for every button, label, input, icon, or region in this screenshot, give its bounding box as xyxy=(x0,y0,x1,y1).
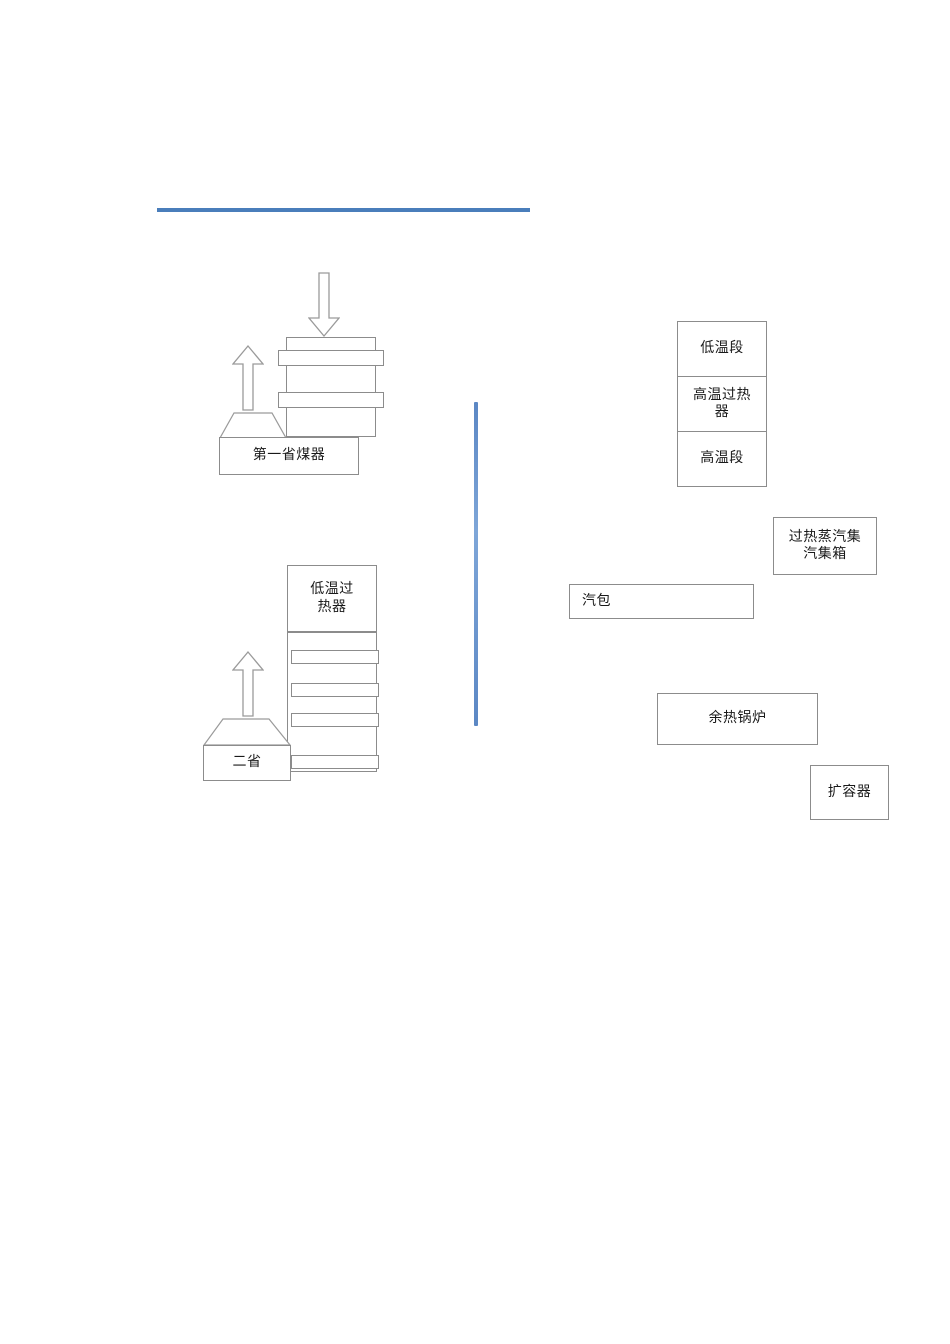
stack-segment-low-temp-section[interactable]: 低温段 xyxy=(678,322,766,376)
down-arrow-inlet xyxy=(308,272,340,338)
expander-vessel-box[interactable]: 扩容器 xyxy=(810,765,889,820)
low-temp-superheater-label-line2: 热器 xyxy=(317,599,347,615)
steam-header-label-line1: 过热蒸汽集 xyxy=(788,529,862,545)
expander-label: 扩容器 xyxy=(827,784,872,800)
high-temp-section-label: 高温段 xyxy=(700,451,744,467)
stack-segment-high-temp-superheater[interactable]: 高温过热 器 xyxy=(678,376,766,431)
second-economizer-label: 二省 xyxy=(232,755,262,771)
high-temp-superheater-stack[interactable]: 低温段 高温过热 器 高温段 xyxy=(677,321,767,487)
steam-drum-label: 汽包 xyxy=(582,593,611,609)
tube-bank-bar-upper-1 xyxy=(278,350,384,366)
waste-heat-boiler-box[interactable]: 余热锅炉 xyxy=(657,693,818,745)
waste-heat-boiler-label: 余热锅炉 xyxy=(708,711,767,727)
first-economizer-label: 第一省煤器 xyxy=(252,448,326,464)
low-temp-superheater-box[interactable]: 低温过 热器 xyxy=(287,565,377,632)
low-temp-section-label: 低温段 xyxy=(700,341,744,357)
tube-bank-bar-lower-4 xyxy=(291,755,379,769)
steam-drum-box[interactable]: 汽包 xyxy=(569,584,754,619)
first-economizer-box[interactable]: 第一省煤器 xyxy=(219,437,359,475)
title-rule xyxy=(157,208,530,212)
vertical-blue-divider xyxy=(474,402,478,726)
hopper-trapezoid-lower xyxy=(203,718,291,746)
high-temp-superheater-label-line2: 器 xyxy=(714,405,730,420)
tube-bank-bar-lower-1 xyxy=(291,650,379,664)
hopper-trapezoid-upper xyxy=(219,412,287,439)
superheated-steam-header-box[interactable]: 过热蒸汽集 汽集箱 xyxy=(773,517,877,575)
second-economizer-box[interactable]: 二省 xyxy=(203,745,291,781)
steam-header-label-line2: 汽集箱 xyxy=(803,547,847,562)
stack-segment-high-temp-section[interactable]: 高温段 xyxy=(678,431,766,486)
up-arrow-outlet-upper xyxy=(232,344,264,412)
tube-bank-bar-upper-2 xyxy=(278,392,384,408)
up-arrow-outlet-lower xyxy=(232,650,264,718)
high-temp-superheater-label-line1: 高温过热 xyxy=(693,387,751,403)
tube-bank-bar-lower-3 xyxy=(291,713,379,727)
tube-bank-bar-lower-2 xyxy=(291,683,379,697)
low-temp-superheater-label-line1: 低温过 xyxy=(310,582,354,597)
